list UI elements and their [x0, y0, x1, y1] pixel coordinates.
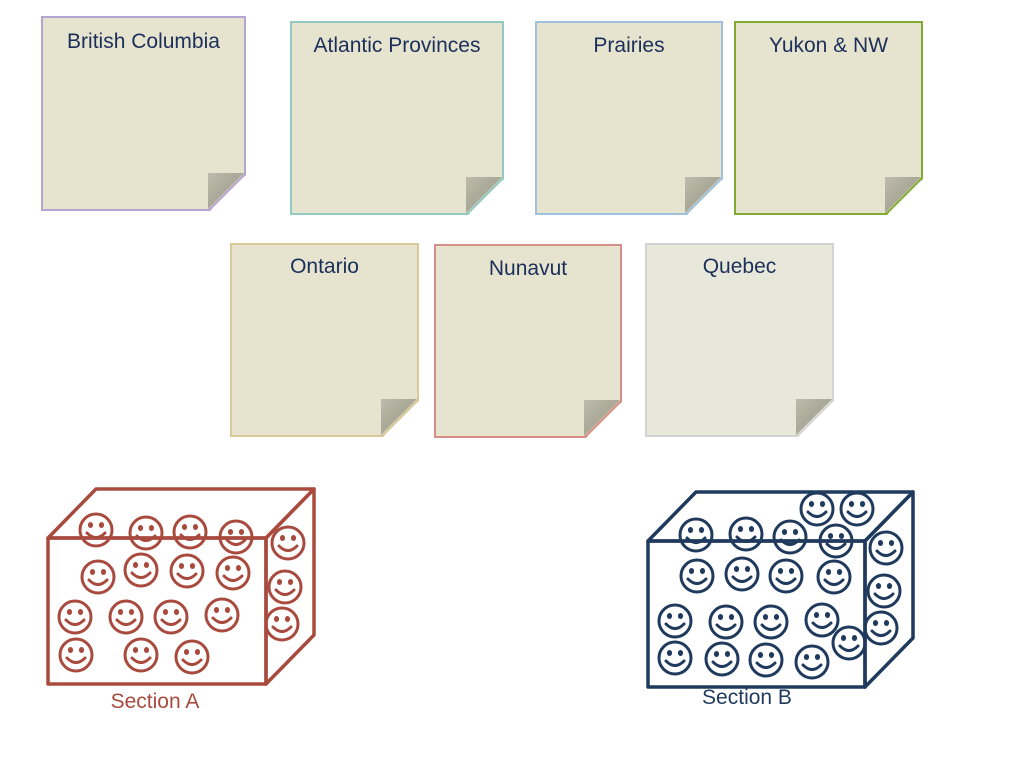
smiley-icon — [80, 559, 116, 595]
box-side-face — [264, 487, 316, 686]
smiley-icon — [657, 603, 693, 639]
smiley-icon — [816, 559, 852, 595]
smiley-icon — [174, 639, 210, 675]
note-title: Nunavut — [488, 257, 568, 280]
section-b-label: Section B — [702, 686, 792, 709]
smiley-icon — [57, 599, 93, 635]
smiley-icon — [863, 610, 899, 646]
note-yukon-nw: Yukon & NW — [734, 21, 923, 215]
section-a-label: Section A — [110, 690, 200, 713]
smiley-icon — [753, 604, 789, 640]
smiley-icon — [866, 573, 902, 609]
smiley-icon — [172, 514, 208, 550]
box-side-face — [863, 490, 915, 689]
smiley-icon — [679, 558, 715, 594]
note-nunavut: Nunavut — [434, 244, 622, 438]
note-atlantic-provinces: Atlantic Provinces — [290, 21, 504, 215]
smiley-icon — [839, 491, 875, 527]
note-title: Ontario — [290, 255, 359, 278]
note-title: Yukon & NW — [768, 34, 889, 57]
section-b-box — [646, 490, 915, 689]
smiley-icon — [772, 519, 808, 555]
box-front-face — [46, 536, 268, 686]
smiley-icon — [215, 555, 251, 591]
smiley-icon — [108, 599, 144, 635]
smiley-icon — [128, 515, 164, 551]
note-title: Prairies — [593, 34, 665, 57]
smiley-icon — [204, 597, 240, 633]
smiley-icon — [868, 530, 904, 566]
note-title: Atlantic Provinces — [313, 34, 481, 57]
smiley-icon — [768, 558, 804, 594]
note-ontario: Ontario — [230, 243, 419, 437]
note-prairies: Prairies — [535, 21, 723, 215]
smiley-icon — [78, 512, 114, 548]
smiley-icon — [724, 556, 760, 592]
smiley-icon — [270, 525, 306, 561]
smiley-icon — [799, 491, 835, 527]
smiley-icon — [804, 602, 840, 638]
smiley-icon — [708, 604, 744, 640]
smiley-icon — [169, 553, 205, 589]
smiley-icon — [678, 517, 714, 553]
smiley-icon — [123, 552, 159, 588]
smiley-icon — [58, 637, 94, 673]
note-title: Quebec — [702, 255, 777, 278]
note-british-columbia: British Columbia — [41, 16, 246, 211]
smiley-icon — [123, 637, 159, 673]
smiley-icon — [704, 641, 740, 677]
section-a-box — [46, 487, 316, 686]
smiley-icon — [831, 625, 867, 661]
smiley-icon — [794, 644, 830, 680]
smiley-icon — [153, 599, 189, 635]
smiley-icon — [267, 569, 303, 605]
smiley-icon — [657, 640, 693, 676]
note-quebec: Quebec — [645, 243, 834, 437]
note-title: British Columbia — [67, 30, 220, 53]
smiley-icon — [264, 606, 300, 642]
smiley-icon — [748, 642, 784, 678]
box-front-face — [646, 539, 867, 689]
smiley-icon — [728, 516, 764, 552]
